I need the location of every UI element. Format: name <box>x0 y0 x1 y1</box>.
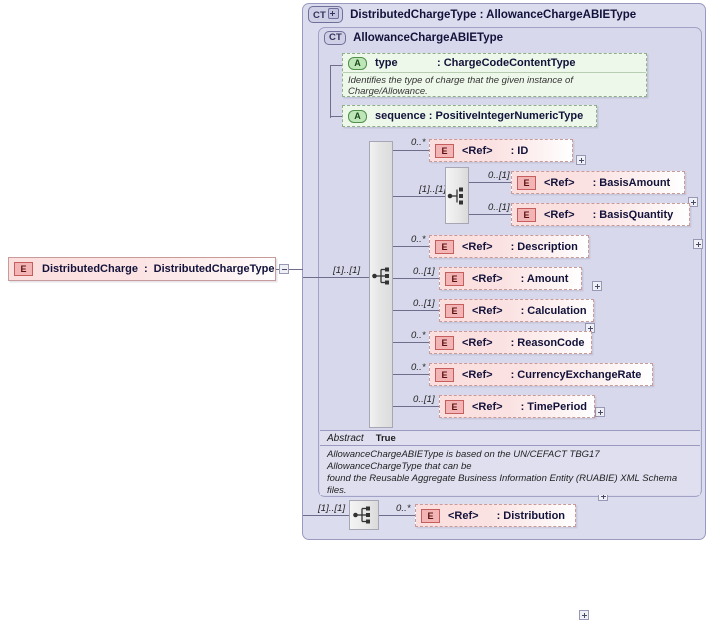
complextype-outer-title: CT DistributedChargeType : AllowanceChar… <box>308 6 636 23</box>
expand-toggle-basisamount[interactable] <box>688 197 698 207</box>
abstract-row: Abstract True <box>320 431 700 446</box>
element-ref-tag-calculation: <Ref> <box>472 304 503 317</box>
complextype-badge-icon[interactable]: CT <box>308 6 344 23</box>
root-element-type: DistributedChargeType <box>153 263 275 275</box>
element-ref-distribution[interactable]: E <Ref> : Distribution <box>415 504 576 527</box>
choice-compositor-icon[interactable] <box>447 185 469 207</box>
attribute-type-name: type <box>375 57 398 69</box>
element-ref-tag-reasoncode: <Ref> <box>462 336 493 349</box>
element-ref-name-basisquantity: : BasisQuantity <box>592 208 674 221</box>
attribute-sequence-header: A sequence : PositiveIntegerNumericType <box>343 106 596 126</box>
element-badge-icon-timeperiod: E <box>445 399 464 414</box>
element-badge-icon-distribution: E <box>421 508 440 523</box>
element-badge-icon: E <box>14 262 33 276</box>
expand-toggle-reasoncode[interactable] <box>595 407 605 417</box>
element-badge-icon-amount: E <box>445 271 464 286</box>
attribute-type-header: A type : ChargeCodeContentType <box>343 54 646 72</box>
element-ref-basisamount[interactable]: E <Ref> : BasisAmount <box>511 171 685 194</box>
attribute-badge-icon: A <box>348 56 367 70</box>
root-collapse-toggle[interactable] <box>279 264 289 274</box>
cardinality-timeperiod: 0..[1] <box>413 394 435 405</box>
attribute-badge-icon-sequence: A <box>348 109 367 123</box>
cardinality-amount: 0..[1] <box>413 266 435 277</box>
expand-toggle-basisquantity[interactable] <box>693 239 703 249</box>
abstract-documentation-panel: Abstract True AllowanceChargeABIEType is… <box>320 430 700 496</box>
element-ref-currencyexchangerate[interactable]: E <Ref> : CurrencyExchangeRate <box>429 363 653 386</box>
attribute-sequence[interactable]: A sequence : PositiveIntegerNumericType <box>342 105 597 127</box>
cardinality-distribution-sequence: [1]..[1] <box>318 503 346 514</box>
element-ref-tag-basisquantity: <Ref> <box>544 208 575 221</box>
attribute-type-datatype: : ChargeCodeContentType <box>437 57 576 69</box>
attribute-type[interactable]: A type : ChargeCodeContentType Identifie… <box>342 53 647 97</box>
abstract-value: True <box>375 433 396 444</box>
element-ref-tag-description: <Ref> <box>462 240 493 253</box>
cardinality-id: 0..* <box>411 137 426 148</box>
expand-plus-icon[interactable] <box>328 8 340 19</box>
element-ref-description[interactable]: E <Ref> : Description <box>429 235 589 258</box>
element-ref-basisquantity[interactable]: E <Ref> : BasisQuantity <box>511 203 690 226</box>
element-badge-icon-basisquantity: E <box>517 207 536 222</box>
complextype-outer-label: DistributedChargeType : AllowanceChargeA… <box>350 8 637 21</box>
element-ref-timeperiod[interactable]: E <Ref> : TimePeriod <box>439 395 595 418</box>
element-ref-calculation[interactable]: E <Ref> : Calculation <box>439 299 594 322</box>
element-ref-name-timeperiod: : TimePeriod <box>520 400 588 413</box>
attribute-type-documentation: Identifies the type of charge that the g… <box>343 72 646 100</box>
expand-toggle-description[interactable] <box>592 281 602 291</box>
abstract-documentation-line2: found the Reusable Aggregate Business In… <box>327 473 678 496</box>
element-ref-tag-id: <Ref> <box>462 144 493 157</box>
sequence-compositor-icon-distribution[interactable] <box>352 504 376 526</box>
element-ref-name-reasoncode: : ReasonCode <box>510 336 585 349</box>
xsd-diagram-canvas: CT DistributedChargeType : AllowanceChar… <box>8 3 706 620</box>
element-ref-tag-distribution: <Ref> <box>448 509 479 522</box>
element-ref-id[interactable]: E <Ref> : ID <box>429 139 573 162</box>
element-badge-icon-currencyexchangerate: E <box>435 367 454 382</box>
attribute-sequence-label: sequence : PositiveIntegerNumericType <box>375 110 584 122</box>
cardinality-currencyexchangerate: 0..* <box>411 362 426 373</box>
element-ref-reasoncode[interactable]: E <Ref> : ReasonCode <box>429 331 592 354</box>
root-element-separator: : <box>143 263 148 275</box>
element-ref-name-distribution: : Distribution <box>496 509 566 522</box>
expand-toggle-id[interactable] <box>576 155 586 165</box>
cardinality-description: 0..* <box>411 234 426 245</box>
abstract-documentation-line1: AllowanceChargeABIEType is based on the … <box>327 449 600 472</box>
cardinality-calculation: 0..[1] <box>413 298 435 309</box>
element-ref-name-calculation: : Calculation <box>520 304 587 317</box>
element-badge-icon-basisamount: E <box>517 175 536 190</box>
element-badge-icon-calculation: E <box>445 303 464 318</box>
cardinality-choice: [1]..[1] <box>419 184 447 195</box>
complextype-inner-label: AllowanceChargeABIEType <box>353 32 504 44</box>
element-ref-tag-timeperiod: <Ref> <box>472 400 503 413</box>
element-ref-name-description: : Description <box>510 240 578 253</box>
root-element-name: DistributedCharge <box>42 263 138 275</box>
sequence-compositor-icon[interactable] <box>371 265 393 287</box>
cardinality-basisamount: 0..[1] <box>488 170 510 181</box>
element-ref-tag-basisamount: <Ref> <box>544 176 575 189</box>
cardinality-reasoncode: 0..* <box>411 330 426 341</box>
cardinality-distribution: 0..* <box>396 503 411 514</box>
root-element-distributedcharge[interactable]: E DistributedCharge : DistributedChargeT… <box>8 257 276 281</box>
complextype-inner-title: CT AllowanceChargeABIEType <box>324 31 503 45</box>
element-badge-icon-description: E <box>435 239 454 254</box>
abstract-label: Abstract <box>327 433 364 444</box>
complextype-badge-icon-inner[interactable]: CT <box>324 31 347 45</box>
element-ref-name-amount: : Amount <box>520 272 569 285</box>
element-badge-icon-id: E <box>435 143 454 158</box>
cardinality-sequence: [1]..[1] <box>333 265 361 276</box>
element-ref-amount[interactable]: E <Ref> : Amount <box>439 267 582 290</box>
element-ref-name-currencyexchangerate: : CurrencyExchangeRate <box>510 368 642 381</box>
expand-toggle-distribution[interactable] <box>579 610 589 620</box>
cardinality-basisquantity: 0..[1] <box>488 202 510 213</box>
element-ref-name-basisamount: : BasisAmount <box>592 176 671 189</box>
element-ref-tag-amount: <Ref> <box>472 272 503 285</box>
element-badge-icon-reasoncode: E <box>435 335 454 350</box>
element-ref-name-id: : ID <box>510 144 529 157</box>
element-ref-tag-currencyexchangerate: <Ref> <box>462 368 493 381</box>
